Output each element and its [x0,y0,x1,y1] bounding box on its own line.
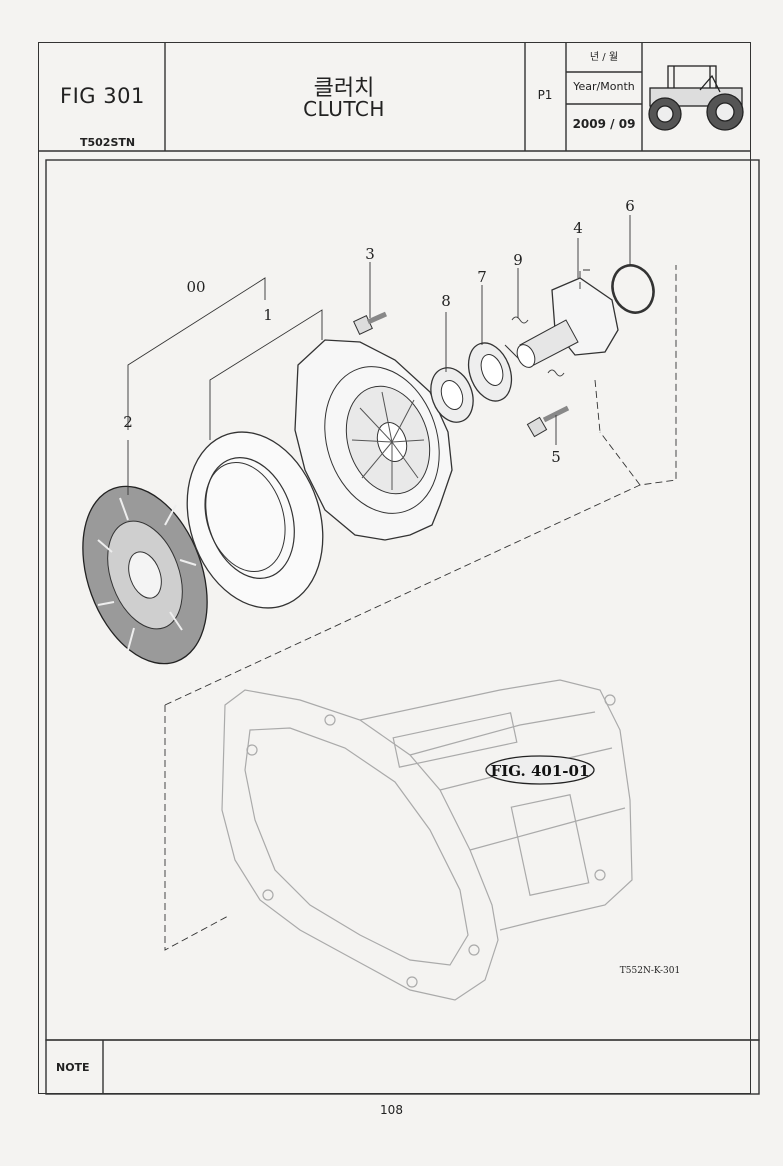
callout-00: 00 [186,278,205,296]
release-hub-7-drawing [467,342,521,402]
callout-7: 7 [477,268,487,286]
callout-3: 3 [365,245,375,263]
callout-9: 9 [513,251,523,269]
page-label: P1 [537,88,553,102]
title-korean: 클러치 [313,76,375,101]
carrier-4-drawing [516,277,619,368]
bearing-8-drawing [430,367,474,423]
callout-leaders [127,215,631,495]
transmission-housing-drawing [221,679,633,1001]
figure-reference-oval [485,755,595,785]
o-ring-6-drawing [611,264,655,314]
assembly-dashed-lines [164,265,677,951]
tractor-icon [648,65,744,131]
bolt-3-drawing [353,311,388,335]
drawing-code: T552N-K-301 [620,966,680,976]
clutch-disc-drawing [82,485,208,665]
bolt-5-drawing [526,405,570,438]
callout-2: 2 [123,413,133,431]
year-month-label-korean: 년 / 월 [589,52,619,63]
title-english: CLUTCH [303,97,385,121]
note-label: NOTE [56,1061,90,1074]
callout-6: 6 [625,197,635,215]
figure-reference-label: FIG. 401-01 [491,762,590,780]
year-month-label: Year/Month [573,80,635,93]
pressure-plate-drawing [186,431,324,609]
callout-1: 1 [263,306,273,324]
callout-4: 4 [573,219,583,237]
model-code: T502STN [80,136,136,149]
year-month-value: 2009 / 09 [572,117,636,131]
clutch-cover-drawing [294,339,453,541]
callout-8: 8 [441,292,451,310]
callout-5: 5 [551,448,561,466]
figure-number: FIG 301 [60,84,145,108]
page-number: 108 [380,1103,403,1117]
